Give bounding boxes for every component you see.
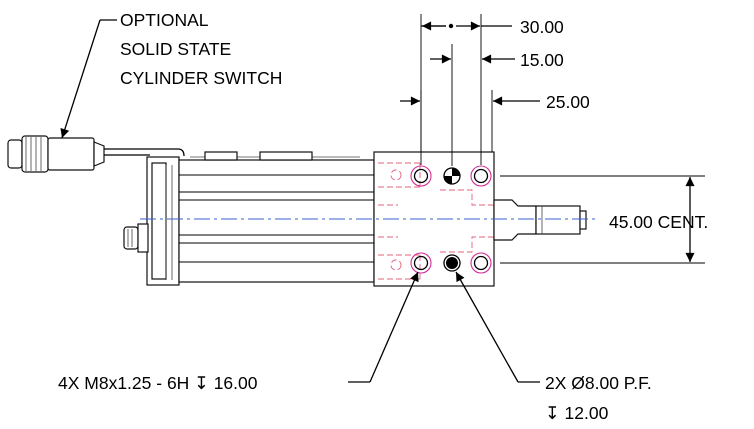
switch-callout-line1: OPTIONAL xyxy=(120,10,209,30)
switch-leader xyxy=(60,19,117,139)
switch-connector xyxy=(7,135,185,173)
cylinder-end-cap xyxy=(146,156,180,286)
piston-rod xyxy=(493,199,587,241)
dimension-15 xyxy=(430,44,515,166)
switch-callout-line3: CYLINDER SWITCH xyxy=(120,68,282,88)
thread-note-leader xyxy=(348,271,419,383)
rear-port-fitting xyxy=(123,223,149,253)
dimension-45-label: 45.00 CENT. xyxy=(609,212,708,232)
dimension-25 xyxy=(400,90,540,152)
thread-note: 4X M8x1.25 - 6H ↧ 16.00 xyxy=(58,373,258,393)
cylinder-body xyxy=(178,151,375,283)
switch-callout-line2: SOLID STATE xyxy=(120,39,231,59)
pin-note-line2: ↧ 12.00 xyxy=(545,403,609,423)
dimension-25-label: 25.00 xyxy=(546,92,590,112)
dimension-30 xyxy=(420,14,512,165)
pin-holes xyxy=(443,167,461,272)
dimension-30-label: 30.00 xyxy=(520,17,564,37)
dimension-45-center xyxy=(500,175,705,264)
threaded-holes xyxy=(410,165,492,274)
pin-note-line1: 2X Ø8.00 P.F. xyxy=(545,373,652,393)
pin-note-leader xyxy=(455,271,540,383)
dimension-15-label: 15.00 xyxy=(520,50,564,70)
